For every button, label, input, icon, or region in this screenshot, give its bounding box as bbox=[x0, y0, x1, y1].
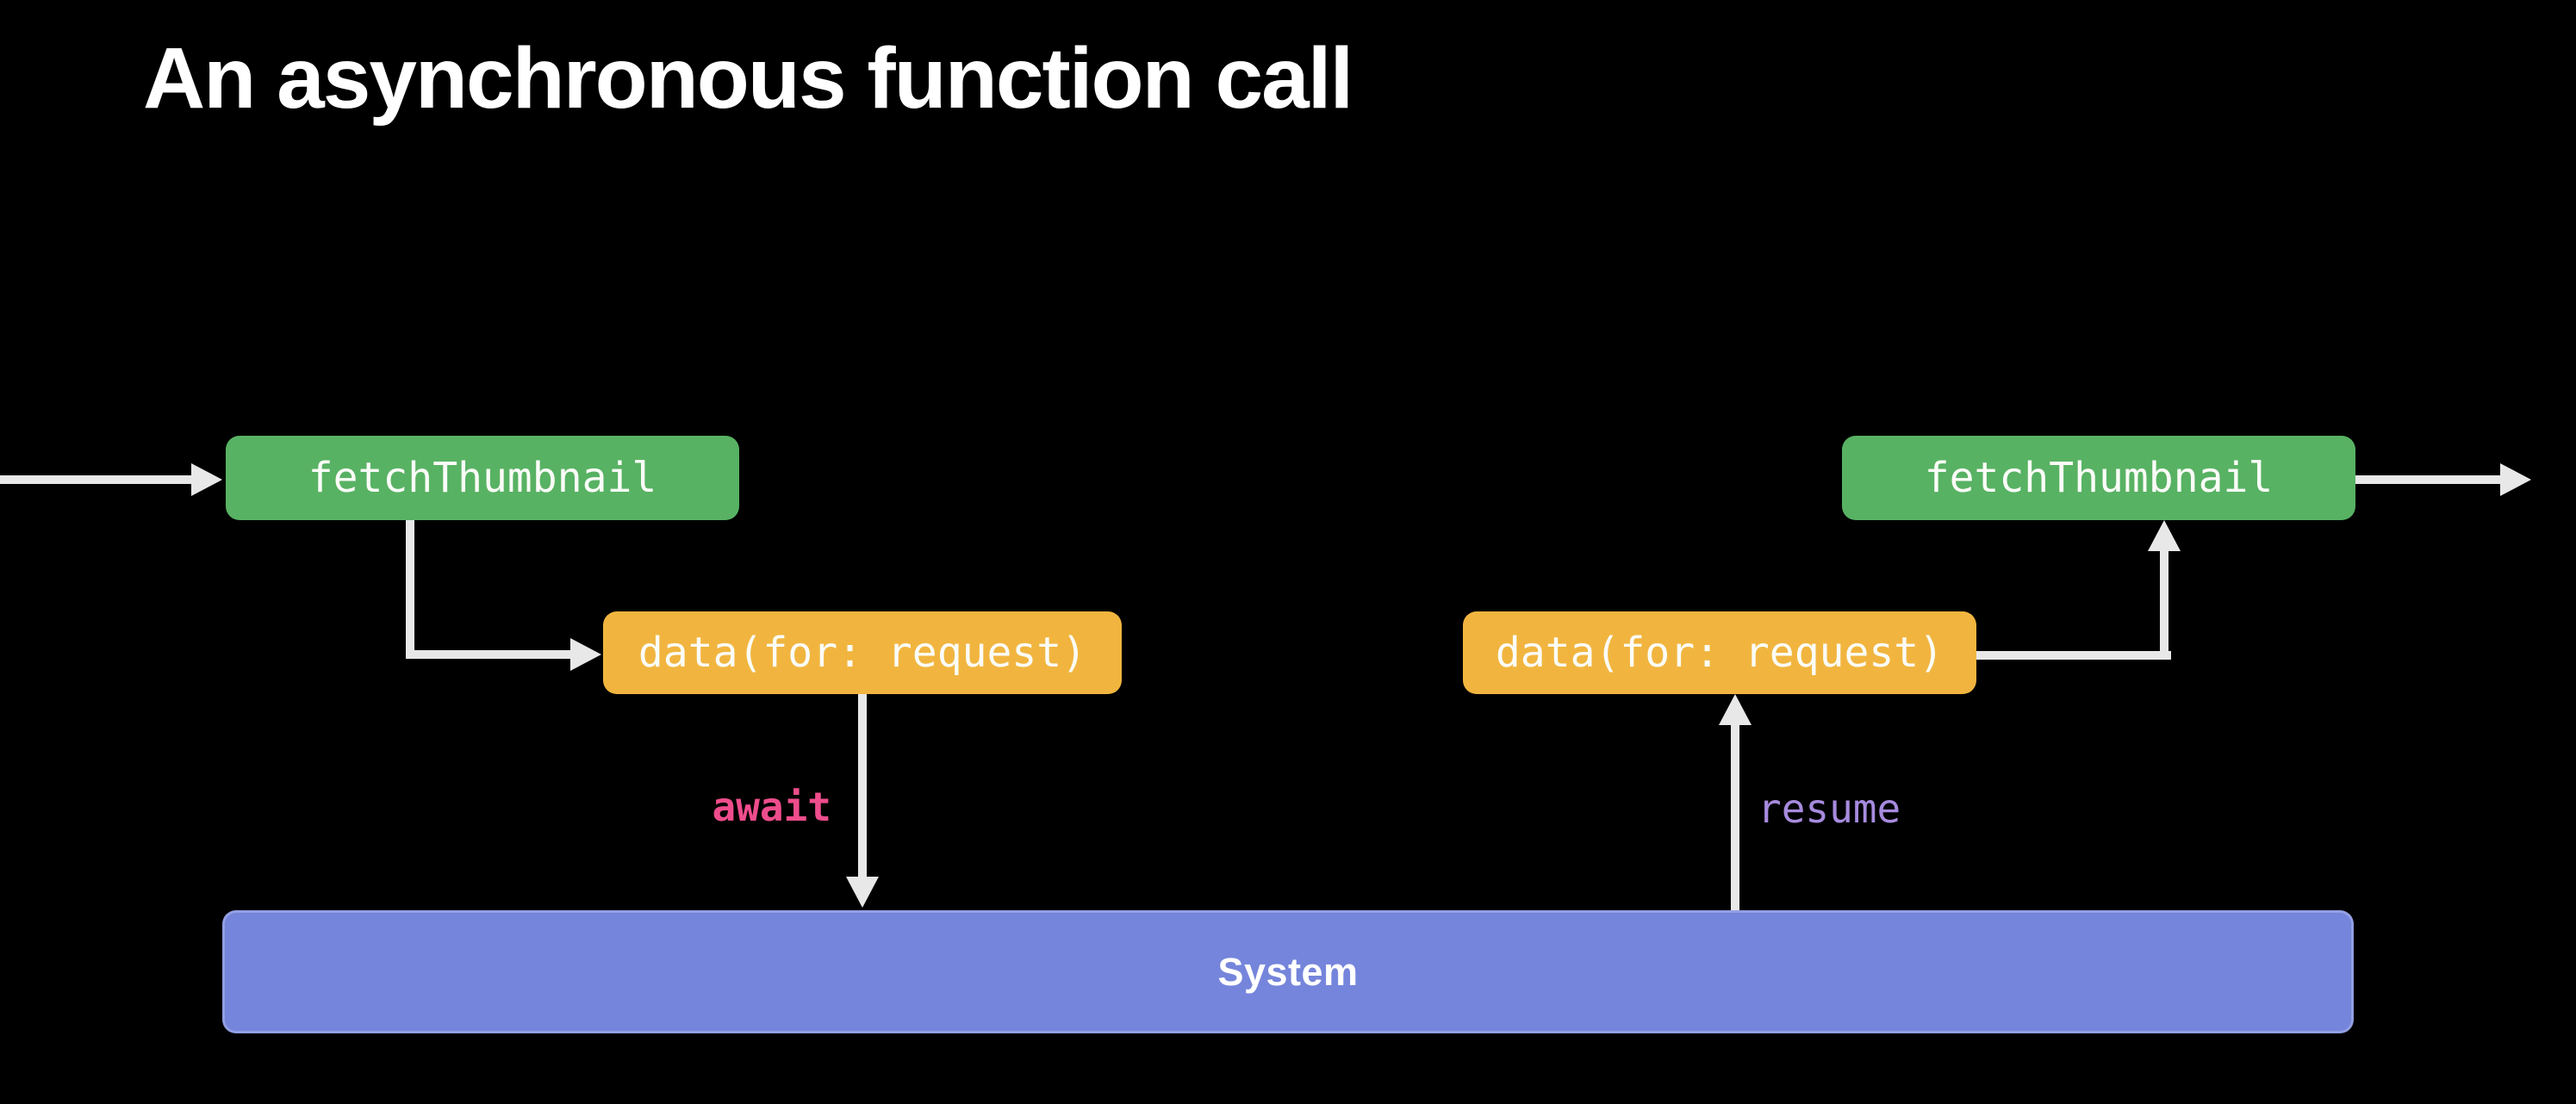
call-connector-vertical-line bbox=[406, 520, 414, 659]
call-connector-arrowhead-icon bbox=[570, 638, 601, 671]
node-label: data(for: request) bbox=[1495, 629, 1944, 677]
node-label: fetchThumbnail bbox=[1924, 454, 2274, 502]
await-arrow-line bbox=[858, 694, 867, 877]
system-bar: System bbox=[222, 910, 2354, 1033]
await-label: await bbox=[712, 784, 831, 830]
exit-arrowhead-icon bbox=[2500, 463, 2531, 496]
node-data-for-request-right: data(for: request) bbox=[1463, 611, 1976, 694]
resume-arrowhead-icon bbox=[1719, 694, 1752, 725]
return-connector-horizontal-line bbox=[1976, 651, 2171, 660]
await-arrowhead-icon bbox=[846, 877, 879, 908]
return-connector-arrowhead-icon bbox=[2148, 520, 2181, 551]
system-bar-label: System bbox=[1217, 949, 1359, 994]
resume-label: resume bbox=[1758, 785, 1901, 832]
resume-arrow-line bbox=[1731, 723, 1739, 910]
entry-arrow-line bbox=[0, 475, 193, 484]
node-fetchthumbnail-right: fetchThumbnail bbox=[1842, 436, 2355, 520]
return-connector-vertical-line bbox=[2160, 551, 2168, 660]
node-data-for-request-left: data(for: request) bbox=[603, 611, 1122, 694]
node-label: fetchThumbnail bbox=[308, 454, 657, 502]
node-fetchthumbnail-left: fetchThumbnail bbox=[226, 436, 739, 520]
node-label: data(for: request) bbox=[638, 629, 1087, 677]
call-connector-horizontal-line bbox=[406, 650, 571, 659]
entry-arrowhead-icon bbox=[191, 463, 222, 496]
slide-title: An asynchronous function call bbox=[143, 30, 1353, 127]
exit-arrow-line bbox=[2355, 475, 2500, 484]
